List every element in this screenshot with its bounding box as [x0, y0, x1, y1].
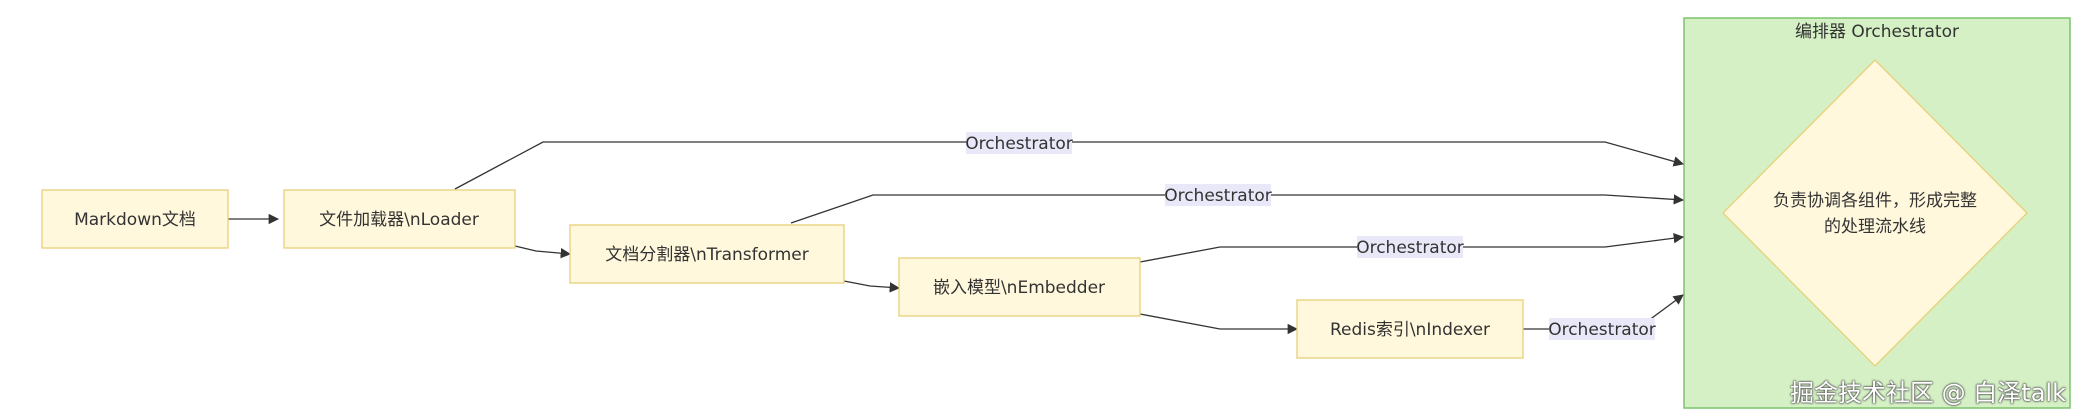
orchestrator-desc-line2: 的处理流水线 — [1824, 217, 1926, 237]
pipeline-edges — [228, 213, 1299, 335]
edge-label-transformer: Orchestrator — [1164, 186, 1272, 206]
node-markdown: Markdown文档 — [41, 189, 229, 249]
cluster-title: 编排器 Orchestrator — [1795, 22, 1959, 42]
edge-label-loader: Orchestrator — [965, 134, 1073, 154]
node-transformer-label: 文档分割器\nTransformer — [605, 245, 809, 265]
edge-embedder-to-indexer — [1139, 313, 1299, 335]
edge-loader-to-orchestrator — [454, 141, 1685, 190]
node-orchestrator-diamond: 负责协调各组件，形成完整 的处理流水线 — [1722, 59, 2028, 367]
edge-label-bg — [1165, 184, 1271, 206]
node-embedder-label: 嵌入模型\nEmbedder — [933, 278, 1105, 298]
node-loader-label: 文件加载器\nLoader — [319, 210, 479, 230]
node-markdown-label: Markdown文档 — [74, 210, 196, 230]
node-transformer: 文档分割器\nTransformer — [569, 224, 845, 284]
node-indexer: Redis索引\nIndexer — [1296, 299, 1524, 359]
node-loader: 文件加载器\nLoader — [283, 189, 516, 249]
edge-labels: Orchestrator Orchestrator Orchestrator O… — [965, 132, 1656, 340]
watermark: 掘金技术社区 @ 白泽talk — [1790, 379, 2066, 407]
edge-label-bg — [966, 132, 1072, 154]
edge-label-bg — [1357, 236, 1463, 258]
edge-label-embedder: Orchestrator — [1356, 238, 1464, 258]
node-embedder: 嵌入模型\nEmbedder — [898, 257, 1141, 317]
orchestrator-desc-line1: 负责协调各组件，形成完整 — [1773, 191, 1977, 211]
edge-transformer-to-embedder — [843, 280, 901, 293]
edge-label-indexer: Orchestrator — [1548, 320, 1656, 340]
edge-label-bg — [1549, 318, 1655, 340]
edge-loader-to-transformer — [514, 245, 572, 259]
node-indexer-label: Redis索引\nIndexer — [1330, 320, 1490, 340]
